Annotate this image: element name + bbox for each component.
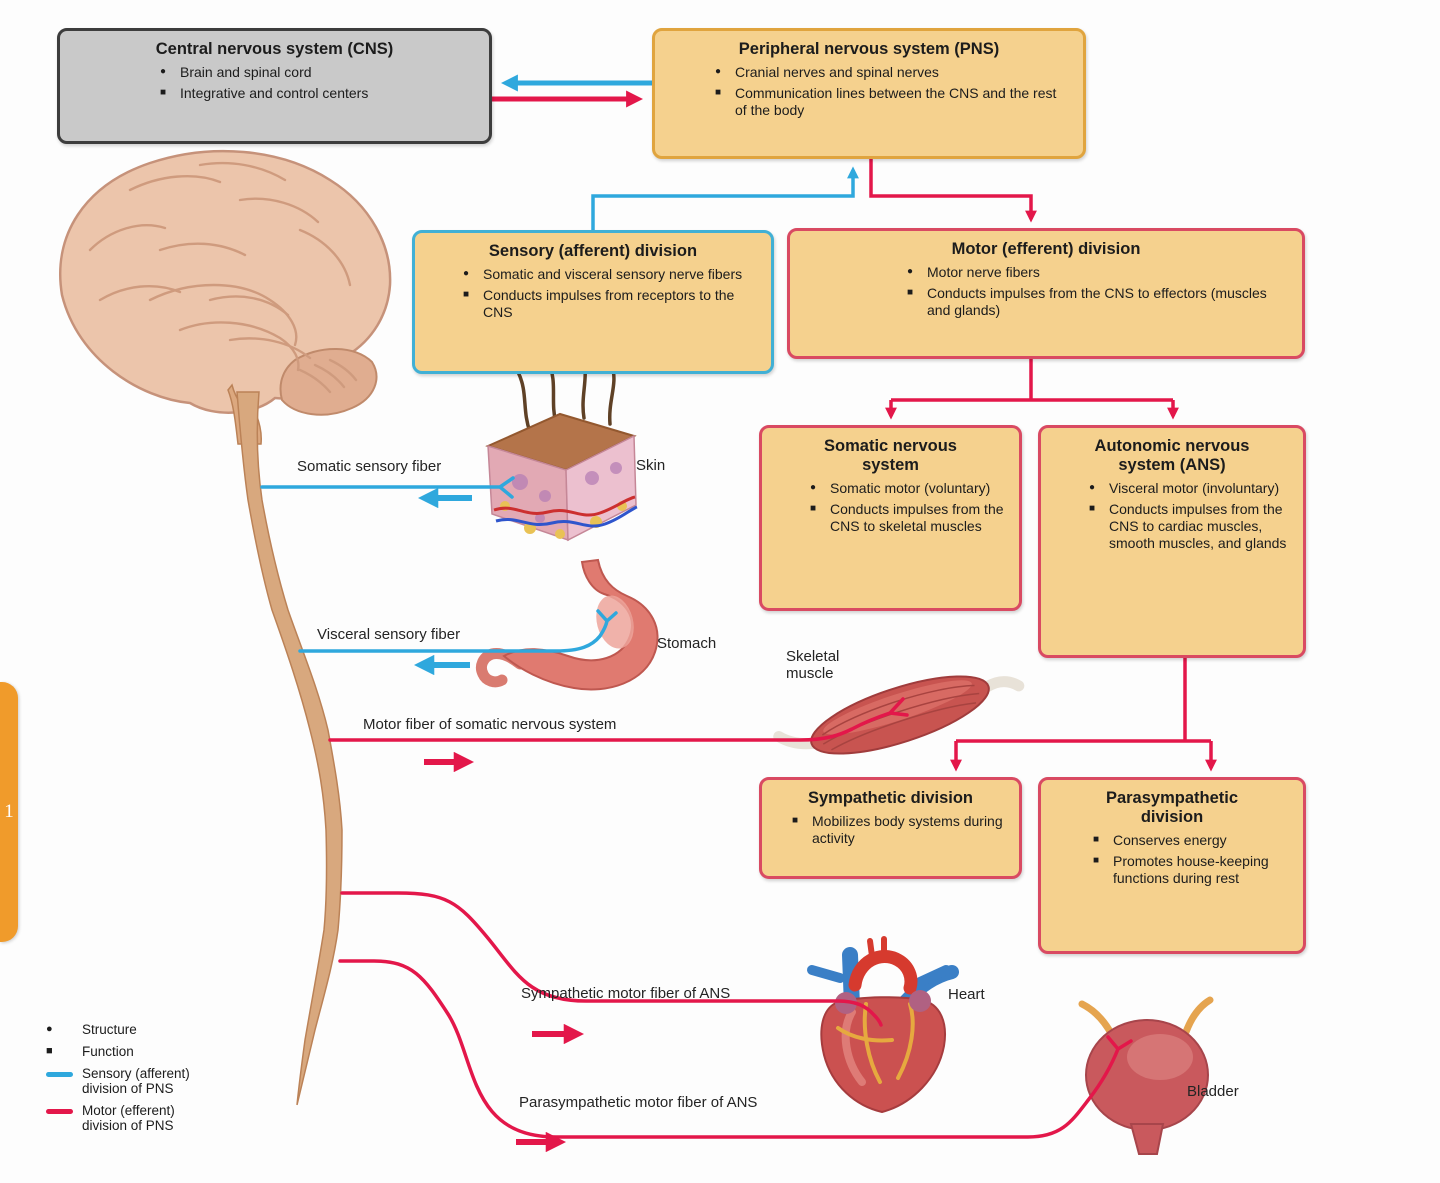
- structure-bullet: ●: [810, 481, 817, 493]
- stomach-illustration: [475, 558, 659, 691]
- sympathetic-item: ■ Mobilizes body systems during activity: [792, 812, 1003, 847]
- pns-box: Peripheral nervous system (PNS) ● Crania…: [652, 28, 1086, 159]
- cns-item: ■ Integrative and control centers: [160, 85, 369, 102]
- motor-line-icon: [46, 1103, 82, 1114]
- structure-bullet: ●: [1089, 481, 1096, 493]
- cns-item: ● Brain and spinal cord: [160, 63, 312, 80]
- function-bullet: ■: [810, 503, 817, 515]
- direction-arrows: [413, 487, 585, 1153]
- motor-division-title: Motor (efferent) division: [951, 240, 1141, 258]
- parasympathetic-item: ■ Promotes house-keeping functions durin…: [1093, 853, 1269, 887]
- somatic-title: Somatic nervous system: [824, 437, 957, 474]
- somatic-item: ● Somatic motor (voluntary): [810, 479, 991, 496]
- sympathetic-motor-fiber-label: Sympathetic motor fiber of ANS: [521, 985, 731, 1002]
- skeletal-muscle-label: Skeletal muscle: [786, 648, 840, 683]
- function-bullet: ■: [463, 289, 470, 301]
- legend-structure-row: ● Structure: [46, 1022, 137, 1037]
- parasympathetic-title: Parasympathetic division: [1105, 789, 1239, 826]
- legend-motor-row: Motor (efferent) division of PNS: [46, 1103, 190, 1133]
- heart-illustration: [807, 936, 959, 1114]
- ans-title: Autonomic nervous system (ANS): [1094, 437, 1250, 474]
- cns-title: Central nervous system (CNS): [155, 40, 394, 58]
- sensory-division-box: Sensory (afferent) division ● Somatic an…: [412, 230, 774, 374]
- autonomic-nervous-system-box: Autonomic nervous system (ANS) ● Viscera…: [1038, 425, 1306, 658]
- spinal-cord-illustration: [227, 383, 343, 1106]
- function-bullet: ■: [160, 87, 167, 99]
- sensory-division-title: Sensory (afferent) division: [488, 242, 698, 260]
- motor-division-box: Motor (efferent) division ● Motor nerve …: [787, 228, 1305, 359]
- function-bullet: ■: [1093, 833, 1100, 845]
- pns-item: ● Cranial nerves and spinal nerves: [715, 63, 939, 80]
- somatic-sensory-fiber-label: Somatic sensory fiber: [297, 458, 442, 475]
- function-bullet: ■: [907, 287, 914, 299]
- pns-title: Peripheral nervous system (PNS): [738, 40, 1000, 58]
- sympathetic-division-box: Sympathetic division ■ Mobilizes body sy…: [759, 777, 1022, 879]
- structure-bullet: ●: [463, 267, 470, 279]
- legend-sensory-row: Sensory (afferent) division of PNS: [46, 1066, 190, 1096]
- parasympathetic-item: ■ Conserves energy: [1093, 831, 1227, 848]
- somatic-item: ■ Conducts impulses from the CNS to skel…: [810, 501, 1004, 535]
- cns-box: Central nervous system (CNS) ● Brain and…: [57, 28, 492, 144]
- visceral-sensory-fiber-label: Visceral sensory fiber: [317, 626, 461, 643]
- pns-item: ■ Communication lines between the CNS an…: [715, 85, 1057, 119]
- ans-item: ■ Conducts impulses from the CNS to card…: [1089, 501, 1287, 552]
- structure-bullet: ●: [907, 265, 914, 277]
- bladder-label: Bladder: [1187, 1083, 1239, 1100]
- skin-label: Skin: [636, 457, 666, 474]
- brain-illustration: [59, 149, 392, 416]
- somatic-nervous-system-box: Somatic nervous system ● Somatic motor (…: [759, 425, 1022, 611]
- function-bullet: ■: [1089, 503, 1096, 515]
- structure-bullet: ●: [160, 65, 167, 77]
- side-tab[interactable]: 1: [0, 682, 18, 942]
- motor-item: ● Motor nerve fibers: [907, 263, 1040, 280]
- stomach-label: Stomach: [657, 635, 717, 652]
- parasympathetic-division-box: Parasympathetic division ■ Conserves ene…: [1038, 777, 1306, 954]
- bladder-illustration: [1078, 996, 1214, 1155]
- function-bullet: ■: [715, 87, 722, 99]
- sympathetic-title: Sympathetic division: [807, 789, 974, 807]
- function-bullet: ■: [1093, 855, 1100, 867]
- motor-item: ■ Conducts impulses from the CNS to effe…: [907, 285, 1267, 319]
- sensory-item: ■ Conducts impulses from receptors to th…: [463, 287, 735, 321]
- structure-bullet-icon: ●: [46, 1023, 53, 1035]
- legend: ● Structure ■ Function Sensory (afferent…: [46, 1022, 190, 1140]
- function-bullet-icon: ■: [46, 1045, 53, 1057]
- somatic-motor-fiber-label: Motor fiber of somatic nervous system: [363, 716, 617, 733]
- sensory-item: ● Somatic and visceral sensory nerve fib…: [463, 265, 743, 282]
- ans-item: ● Visceral motor (involuntary): [1089, 479, 1280, 496]
- sensory-line-icon: [46, 1066, 82, 1077]
- parasympathetic-motor-fiber-label: Parasympathetic motor fiber of ANS: [519, 1094, 758, 1111]
- heart-label: Heart: [948, 986, 985, 1003]
- skin-illustration: [485, 354, 638, 542]
- structure-bullet: ●: [715, 65, 722, 77]
- legend-function-row: ■ Function: [46, 1044, 134, 1059]
- function-bullet: ■: [792, 814, 799, 826]
